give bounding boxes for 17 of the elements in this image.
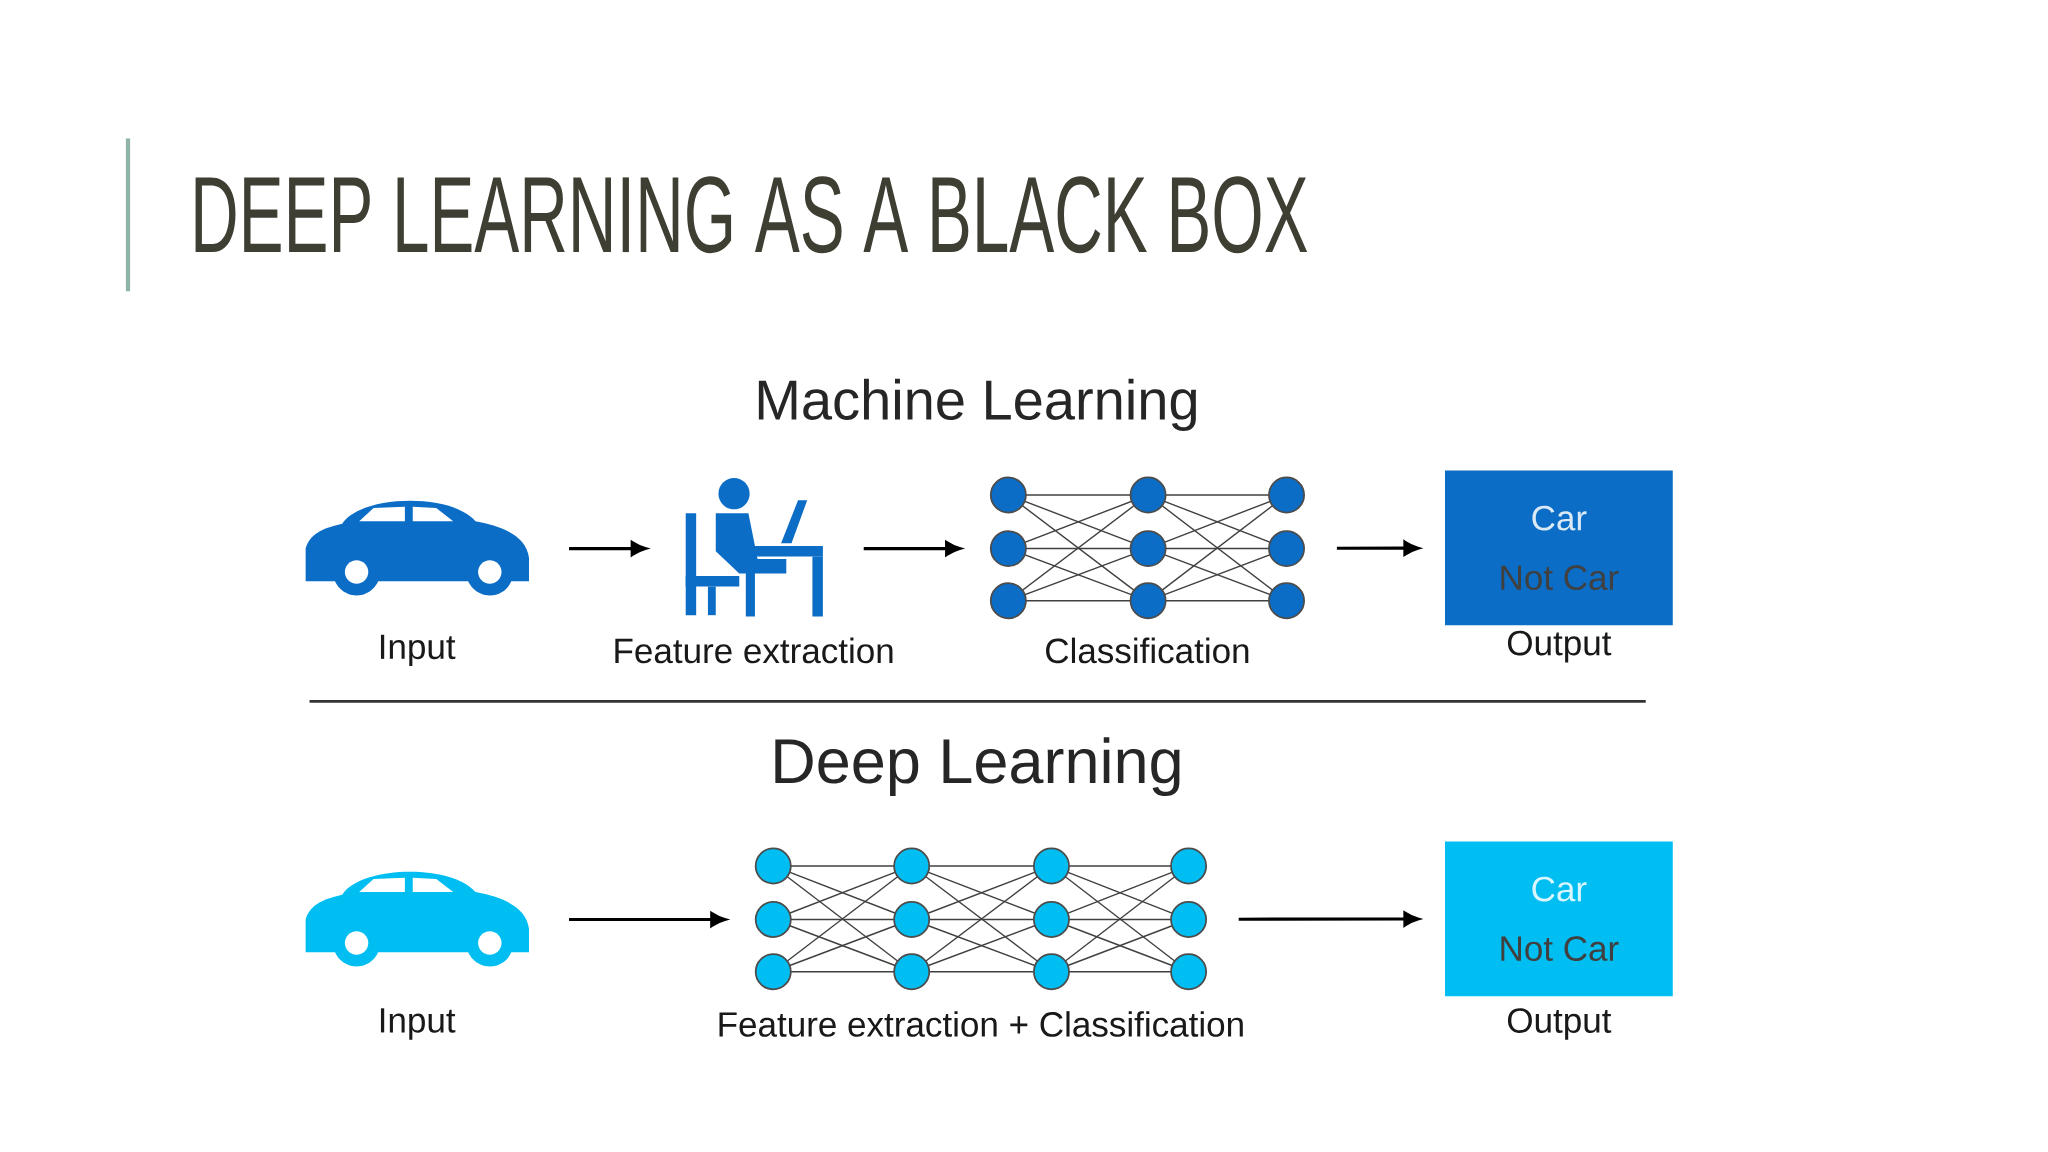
section-heading: Machine Learning (758, 378, 1196, 432)
caption-text: Feature extraction + Classification (719, 1011, 1243, 1037)
person-at-desk-drawing (685, 478, 823, 617)
caption-text: Input (380, 1008, 456, 1040)
slide-title: DEEP LEARNING AS A BLACK BOX (195, 176, 1308, 254)
output-box: Car Not Car (1445, 470, 1673, 626)
caption-text: Output (1507, 1008, 1612, 1040)
caption-text: Feature extraction (615, 637, 893, 664)
car-drawing (305, 871, 529, 967)
section-heading: Deep Learning (775, 737, 1180, 797)
neural-network-drawing (754, 847, 1208, 991)
output-box: Car Not Car (1445, 841, 1673, 997)
caption-text: Output (1507, 630, 1612, 663)
caption-text: Input (380, 634, 456, 667)
car-drawing (305, 500, 529, 596)
neural-network-drawing (989, 476, 1305, 620)
caption-text: Classification (1046, 637, 1249, 664)
